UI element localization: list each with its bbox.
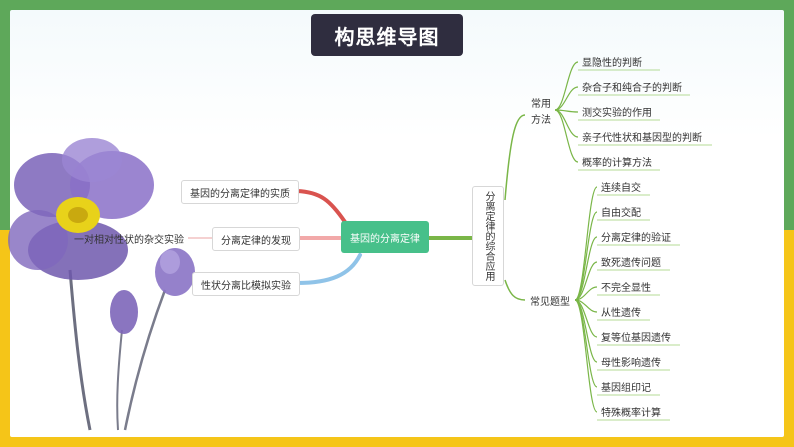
- question-type-item: 分离定律的验证: [601, 232, 671, 244]
- question-type-item: 复等位基因遗传: [601, 332, 671, 344]
- question-type-item: 连续自交: [601, 182, 641, 194]
- group-label-methods: 常用方法: [531, 99, 551, 126]
- left-branch-simulation: 性状分离比模拟实验: [192, 272, 300, 296]
- question-type-item: 不完全显性: [601, 282, 651, 294]
- question-type-item: 特殊概率计算: [601, 407, 661, 419]
- group-label-question-types: 常见题型: [530, 296, 570, 308]
- question-type-item: 自由交配: [601, 207, 641, 219]
- method-item: 概率的计算方法: [582, 157, 652, 169]
- page-title: 构思维导图: [311, 14, 463, 56]
- question-type-item: 致死遗传问题: [601, 257, 661, 269]
- question-type-item: 基因组印记: [601, 382, 651, 394]
- left-branch-discovery: 分离定律的发现: [212, 227, 300, 251]
- method-item: 测交实验的作用: [582, 107, 652, 119]
- method-item: 杂合子和纯合子的判断: [582, 82, 682, 94]
- method-item: 显隐性的判断: [582, 57, 642, 69]
- root-node: 基因的分离定律: [341, 221, 429, 253]
- left-sub-hybrid-experiment: 一对相对性状的杂交实验: [74, 234, 184, 246]
- left-branch-essence: 基因的分离定律的实质: [181, 180, 299, 204]
- connector-left-3: [295, 253, 362, 285]
- question-type-item: 母性影响遗传: [601, 357, 661, 369]
- connector-left-1: [295, 189, 347, 224]
- connector-group-1: [504, 114, 526, 201]
- connector-group-2: [504, 279, 526, 301]
- question-type-item: 从性遗传: [601, 307, 641, 319]
- right-main-node: 分离定律的综合应用: [472, 186, 504, 286]
- method-item: 亲子代性状和基因型的判断: [582, 132, 702, 144]
